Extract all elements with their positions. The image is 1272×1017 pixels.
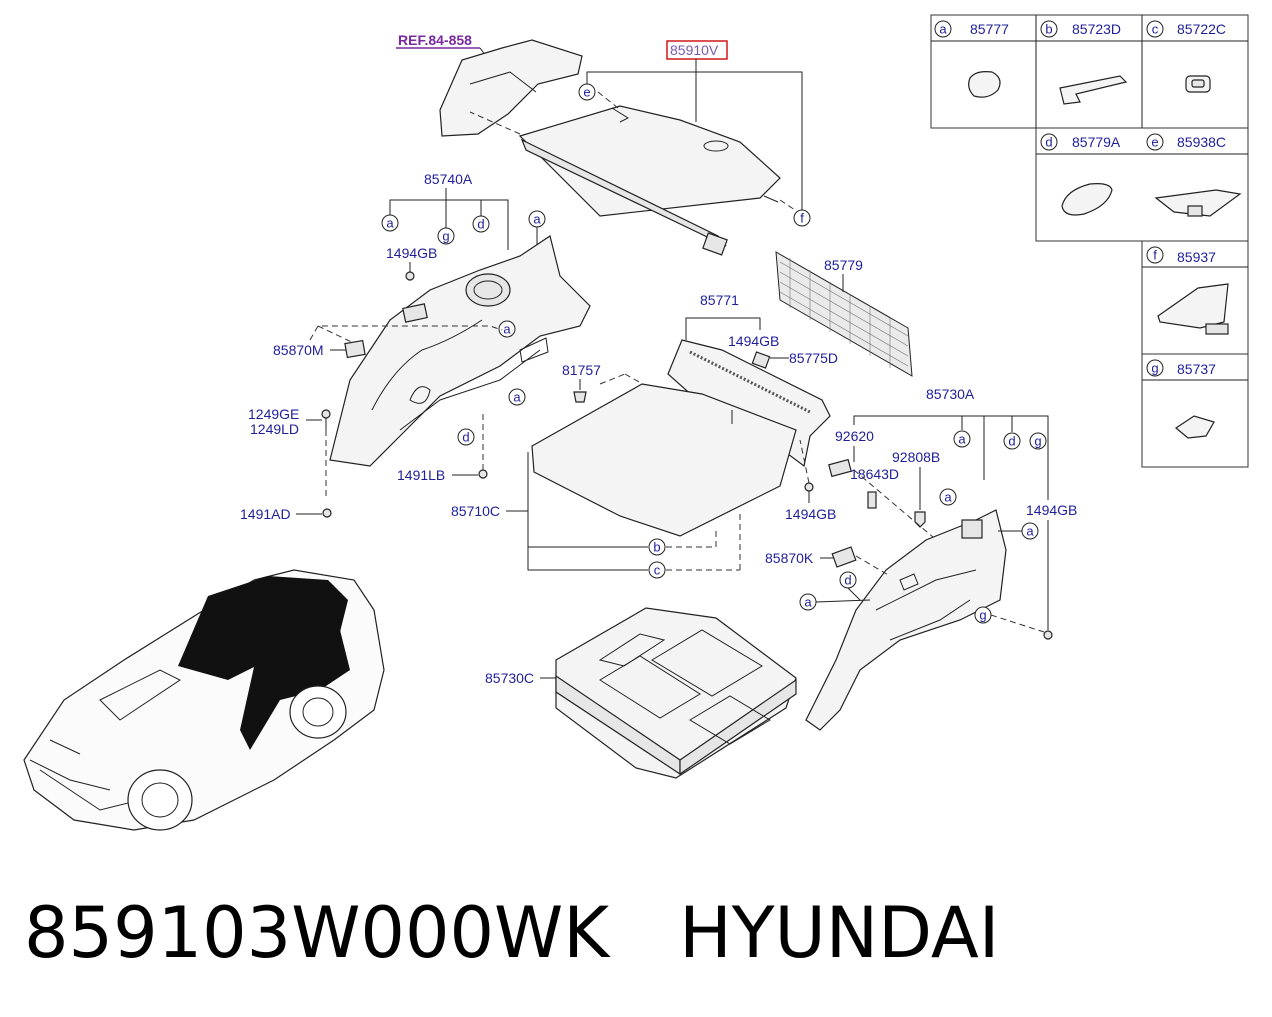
part-number: 859103W000WK xyxy=(24,892,610,974)
svg-text:a: a xyxy=(503,322,511,337)
legend-table: a 85777 b 85723D c 85722C d 85779A e 859… xyxy=(930,14,1249,468)
legend-cell-a: a 85777 xyxy=(934,20,1009,98)
legend-part-85737: 85737 xyxy=(1177,361,1216,377)
callout-d-left1: d xyxy=(472,215,490,233)
label-85775D[interactable]: 85775D xyxy=(789,350,838,366)
label-92808B[interactable]: 92808B xyxy=(892,449,940,465)
svg-text:g: g xyxy=(979,608,986,623)
legend-cell-c: c 85722C xyxy=(1146,20,1226,93)
legend-cell-g: g 85737 xyxy=(1146,359,1216,439)
legend-letter-d: d xyxy=(1045,135,1052,150)
label-18643D[interactable]: 18643D xyxy=(850,466,899,482)
label-85740A[interactable]: 85740A xyxy=(424,171,473,187)
label-85779[interactable]: 85779 xyxy=(824,257,863,273)
callout-a-right3: a xyxy=(1021,522,1039,540)
callout-a-right1: a xyxy=(953,430,971,448)
label-1491LB[interactable]: 1491LB xyxy=(397,467,445,483)
upper-trim-part xyxy=(439,39,583,137)
legend-part-85723D: 85723D xyxy=(1072,21,1121,37)
label-85771[interactable]: 85771 xyxy=(700,292,739,308)
label-85710C[interactable]: 85710C xyxy=(451,503,500,519)
callout-a-left4: a xyxy=(508,388,526,406)
brand-name: HYUNDAI xyxy=(679,892,1000,974)
luggage-tray-part xyxy=(555,607,797,779)
callout-d-right1: d xyxy=(1003,432,1021,450)
cargo-net-part xyxy=(775,251,913,377)
right-quarter-trim-part xyxy=(805,509,1007,731)
callout-c-floor: c xyxy=(648,561,666,579)
callout-b-floor: b xyxy=(648,538,666,556)
callout-a-left1: a xyxy=(381,214,399,232)
legend-letter-e: e xyxy=(1151,135,1158,150)
callout-f-top: f xyxy=(793,209,811,227)
legend-part-85937: 85937 xyxy=(1177,249,1216,265)
callout-g-right2: g xyxy=(974,606,992,624)
callout-a-right2: a xyxy=(939,488,957,506)
label-92620[interactable]: 92620 xyxy=(835,428,874,444)
caption: 859103W000WK HYUNDAI xyxy=(24,888,999,978)
callout-a-left2: a xyxy=(528,210,546,228)
label-85730A[interactable]: 85730A xyxy=(926,386,975,402)
svg-text:a: a xyxy=(533,212,541,227)
svg-text:a: a xyxy=(386,216,394,231)
svg-text:c: c xyxy=(654,563,661,578)
svg-text:a: a xyxy=(944,490,952,505)
legend-letter-a: a xyxy=(939,22,947,37)
highlight-box xyxy=(666,40,728,60)
vehicle-illustration xyxy=(23,569,385,831)
ref-label[interactable]: REF.84-858 xyxy=(398,32,472,48)
callout-g-left: g xyxy=(437,227,455,245)
label-1494GB-mid[interactable]: 1494GB xyxy=(728,333,779,349)
label-1494GB-left[interactable]: 1494GB xyxy=(386,245,437,261)
svg-text:a: a xyxy=(1026,524,1034,539)
cargo-cover-part xyxy=(518,105,781,256)
callout-e-top: e xyxy=(578,83,596,101)
svg-text:d: d xyxy=(1008,434,1015,449)
legend-part-85777: 85777 xyxy=(970,21,1009,37)
svg-text:a: a xyxy=(958,432,966,447)
left-quarter-trim-part xyxy=(329,235,591,467)
legend-letter-c: c xyxy=(1152,22,1159,37)
label-1249LD[interactable]: 1249LD xyxy=(250,421,299,437)
label-1491AD[interactable]: 1491AD xyxy=(240,506,291,522)
legend-letter-b: b xyxy=(1045,22,1052,37)
label-85730C[interactable]: 85730C xyxy=(485,670,534,686)
callout-g-right1: g xyxy=(1029,432,1047,450)
legend-letter-g: g xyxy=(1151,361,1158,376)
svg-text:d: d xyxy=(477,217,484,232)
legend-letter-f: f xyxy=(1153,248,1157,263)
callout-a-right4: a xyxy=(799,593,817,611)
svg-text:e: e xyxy=(583,85,590,100)
label-1494GB-center[interactable]: 1494GB xyxy=(785,506,836,522)
label-1249GE[interactable]: 1249GE xyxy=(248,406,299,422)
callout-d-left2: d xyxy=(457,428,475,446)
legend-part-85938C: 85938C xyxy=(1177,134,1226,150)
svg-text:d: d xyxy=(844,573,851,588)
label-85870K[interactable]: 85870K xyxy=(765,550,814,566)
parts-diagram: a 85777 b 85723D c 85722C d 85779A e 859… xyxy=(23,14,1249,831)
floor-board-part xyxy=(531,383,797,537)
svg-text:b: b xyxy=(653,540,660,555)
highlight-label[interactable]: 85910V xyxy=(670,42,719,58)
legend-cell-b: b 85723D xyxy=(1040,20,1128,105)
svg-text:f: f xyxy=(800,211,804,226)
legend-part-85779A: 85779A xyxy=(1072,134,1121,150)
svg-text:d: d xyxy=(462,430,469,445)
label-81757[interactable]: 81757 xyxy=(562,362,601,378)
svg-text:a: a xyxy=(804,595,812,610)
callout-a-left3: a xyxy=(498,320,516,338)
legend-cell-e: e 85938C xyxy=(1146,133,1242,217)
legend-part-85722C: 85722C xyxy=(1177,21,1226,37)
legend-cell-f: f 85937 xyxy=(1146,246,1229,335)
svg-text:g: g xyxy=(1034,434,1041,449)
label-1494GB-right[interactable]: 1494GB xyxy=(1026,502,1077,518)
svg-text:a: a xyxy=(513,390,521,405)
svg-text:g: g xyxy=(442,229,449,244)
label-85870M[interactable]: 85870M xyxy=(273,342,324,358)
legend-cell-d: d 85779A xyxy=(1040,133,1121,216)
callout-d-right2: d xyxy=(839,571,857,589)
